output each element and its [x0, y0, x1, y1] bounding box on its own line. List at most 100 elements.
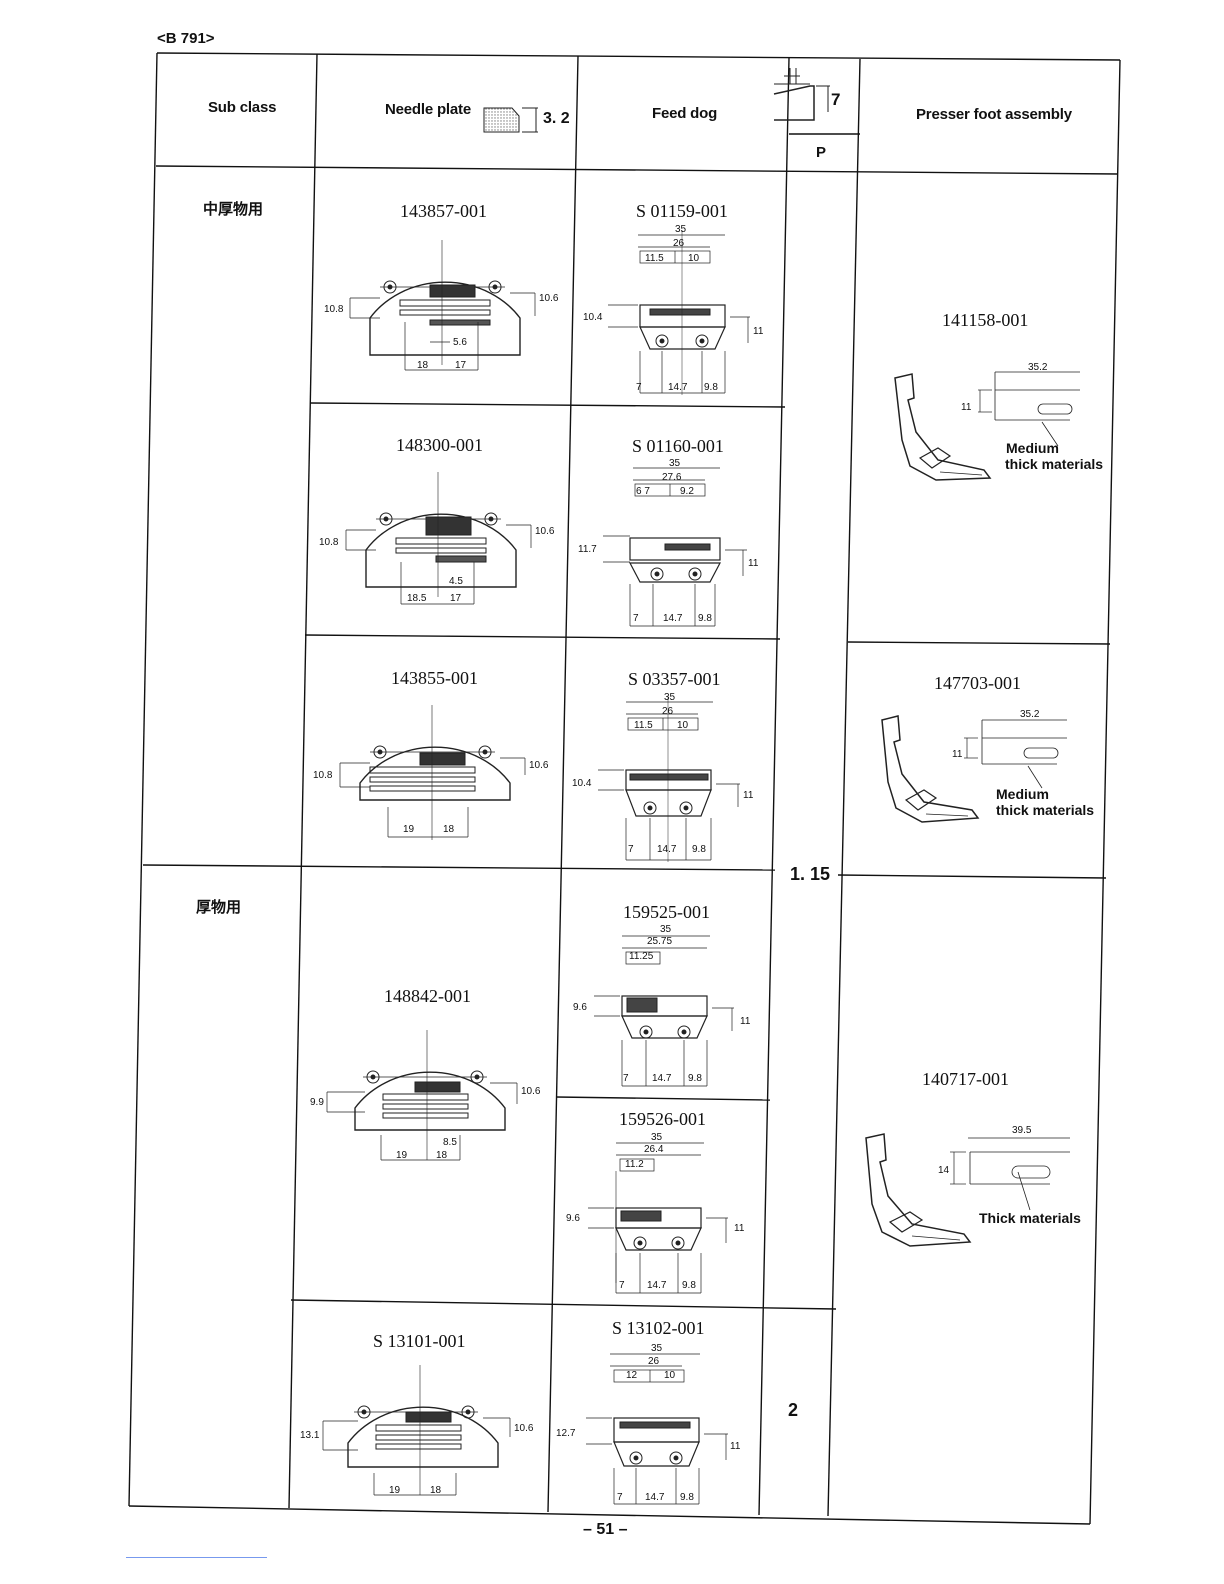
dim-bottom-3: 9.8: [688, 1073, 702, 1084]
dim-bottom-3: 9.8: [698, 613, 712, 624]
dim-top-3b: 9.2: [680, 486, 694, 497]
dim-top-3b: 10: [664, 1370, 676, 1381]
dim-top-3b: 10: [688, 253, 700, 264]
header-feed-dog: Feed dog: [652, 105, 718, 122]
dim-top-1: 35: [669, 458, 681, 469]
dim-height-right: 11: [740, 1016, 751, 1027]
dim-bottom-2: 14.7: [645, 1492, 665, 1503]
dim-height-right: 10.6: [535, 526, 555, 537]
header-sub-class: Sub class: [208, 99, 277, 116]
needle-plate-part-number: 148842-001: [384, 986, 471, 1006]
dim-height-left: 9.6: [566, 1213, 580, 1224]
material-note-1: Thick materials: [979, 1210, 1081, 1226]
dim-top-3a: 11.5: [634, 720, 653, 731]
dim-top-3a: 11.5: [645, 253, 664, 264]
needle-plate-part-number: 148300-001: [396, 435, 483, 455]
dim-width-2: 18: [436, 1150, 448, 1161]
feed-dog-part-number: 159525-001: [623, 902, 710, 922]
feed-dog-height-icon: [773, 68, 830, 121]
dim-height-left: 9.6: [573, 1002, 587, 1013]
dim-top-3a: 12: [626, 1370, 638, 1381]
p-value-1: 1. 15: [790, 864, 831, 884]
dim-height-left: 10.4: [572, 778, 592, 789]
dim-height-left: 9.9: [310, 1097, 324, 1108]
dim-height-right: 11: [748, 558, 759, 569]
needle-plate-drawing: [322, 1365, 511, 1496]
dim-bottom-1: 7: [623, 1073, 629, 1084]
dim-width: 39.5: [1012, 1125, 1032, 1136]
dim-height-right: 10.6: [521, 1086, 541, 1097]
dim-width-2: 18: [443, 824, 455, 835]
feed-dog-part-number: S 01160-001: [632, 436, 724, 456]
dim-top-2: 26.4: [644, 1144, 664, 1155]
link-underline: [126, 1557, 267, 1558]
dim-bottom-3: 9.8: [680, 1492, 694, 1503]
presser-foot-part-number: 140717-001: [922, 1069, 1009, 1089]
dim-offset: 5.6: [453, 337, 467, 348]
dim-height-left: 13.1: [300, 1430, 320, 1441]
dim-top-1: 35: [651, 1132, 663, 1143]
material-note-1: Medium: [1006, 440, 1059, 456]
material-note-2: thick materials: [996, 802, 1095, 818]
sub-class-medium: 中厚物用: [203, 201, 264, 218]
feed-dog-drawing: [586, 1353, 728, 1505]
feed-dog-part-number: S 01159-001: [636, 201, 728, 221]
dim-bottom-2: 14.7: [647, 1280, 667, 1291]
dim-height: 11: [961, 402, 972, 413]
dim-bottom-2: 14.7: [668, 382, 688, 393]
dim-offset: 8.5: [443, 1137, 457, 1148]
dim-height-left: 10.8: [313, 770, 333, 781]
dim-height-left: 10.8: [324, 304, 344, 315]
dim-width-1: 18: [417, 360, 429, 371]
dim-width-1: 19: [403, 824, 415, 835]
dim-bottom-2: 14.7: [652, 1073, 672, 1084]
dim-offset: 4.5: [449, 576, 463, 587]
dim-bottom-2: 14.7: [657, 844, 677, 855]
header-presser-foot: Presser foot assembly: [916, 106, 1072, 123]
feed-dog-drawing: [588, 1142, 728, 1294]
feed-dog-part-number: S 13102-001: [612, 1318, 705, 1338]
feed-dog-height-value: 7: [831, 90, 841, 109]
dim-top-3a: 6 7: [636, 486, 650, 497]
presser-foot-part-number: 147703-001: [934, 673, 1021, 693]
material-note-2: thick materials: [1005, 456, 1104, 472]
sub-class-heavy: 厚物用: [196, 899, 242, 916]
dim-top-2: 25.75: [647, 936, 673, 947]
feed-dog-drawing: [598, 697, 740, 862]
dim-bottom-3: 9.8: [704, 382, 718, 393]
needle-plate-section-icon: [483, 107, 538, 133]
dim-width-2: 17: [455, 360, 467, 371]
dim-top-1: 35: [675, 224, 687, 235]
presser-foot-drawing: [894, 371, 1080, 481]
dim-height-right: 10.6: [514, 1423, 534, 1434]
dim-bottom-1: 7: [636, 382, 642, 393]
dim-top-1: 35: [660, 924, 672, 935]
needle-plate-drawing: [339, 705, 526, 840]
needle-plate-drawing: [326, 1030, 518, 1161]
needle-plate-part-number: S 13101-001: [373, 1331, 466, 1351]
presser-foot-drawing: [865, 1133, 1070, 1247]
material-note-1: Medium: [996, 786, 1049, 802]
dim-height-left: 11.7: [578, 544, 597, 555]
dim-width-1: 19: [389, 1485, 401, 1496]
feed-dog-drawing: [603, 467, 747, 627]
dim-bottom-1: 7: [628, 844, 634, 855]
dim-height-right: 11: [753, 326, 764, 337]
needle-plate-part-number: 143857-001: [400, 201, 487, 221]
dim-top-3a: 11.25: [629, 951, 654, 962]
needle-plate-thickness: 3. 2: [543, 110, 570, 127]
feed-dog-part-number: S 03357-001: [628, 669, 721, 689]
header-p: P: [816, 144, 827, 161]
needle-plate-drawing: [345, 472, 532, 605]
dim-bottom-1: 7: [633, 613, 639, 624]
dim-height: 11: [952, 749, 963, 760]
dim-top-3a: 11.2: [625, 1159, 644, 1170]
presser-foot-drawing: [881, 715, 1067, 823]
dim-width-1: 18.5: [407, 593, 427, 604]
dim-height-right: 11: [730, 1441, 741, 1452]
dim-height-left: 12.7: [556, 1428, 576, 1439]
dim-width-2: 17: [450, 593, 462, 604]
dim-width: 35.2: [1020, 709, 1040, 720]
dim-width: 35.2: [1028, 362, 1048, 373]
